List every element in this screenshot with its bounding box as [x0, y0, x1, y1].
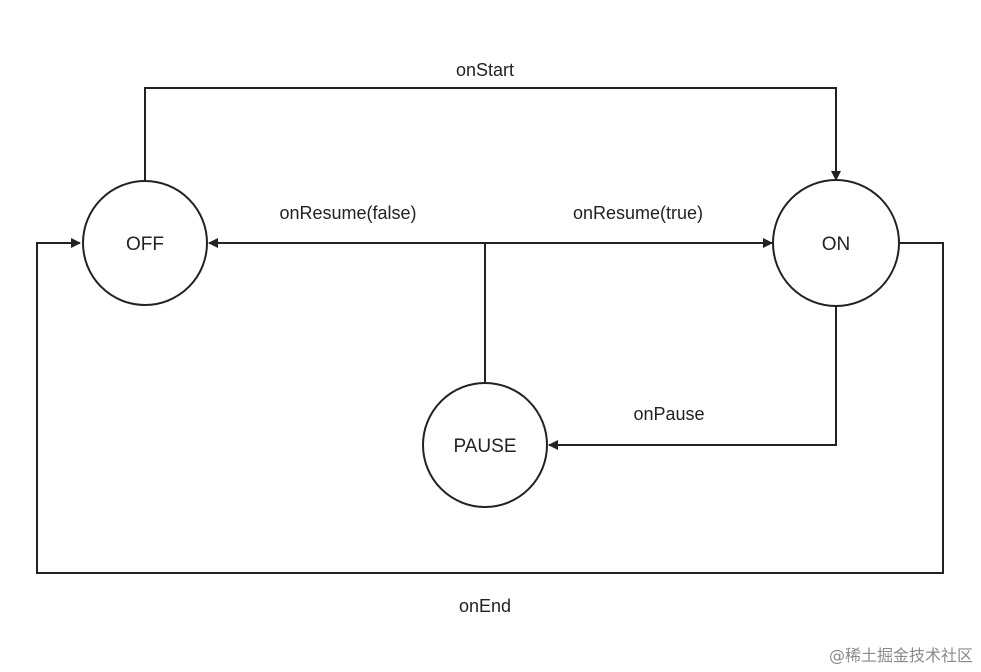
label-on-pause: onPause [633, 404, 704, 424]
edge-on-pause [548, 306, 837, 450]
state-on-node [772, 179, 900, 307]
state-pause-node [422, 382, 548, 508]
state-off-label: OFF [126, 234, 164, 255]
label-on-resume-true: onResume(true) [573, 203, 703, 223]
state-off-node [82, 180, 208, 306]
state-pause-label: PAUSE [453, 436, 516, 457]
label-on-start: onStart [456, 60, 514, 80]
edge-on-start [144, 87, 841, 182]
state-on-label: ON [822, 234, 851, 255]
label-on-end: onEnd [459, 596, 511, 616]
watermark: @稀土掘金技术社区 [828, 646, 973, 665]
edge-on-end [36, 238, 944, 574]
label-on-resume-false: onResume(false) [279, 203, 416, 223]
